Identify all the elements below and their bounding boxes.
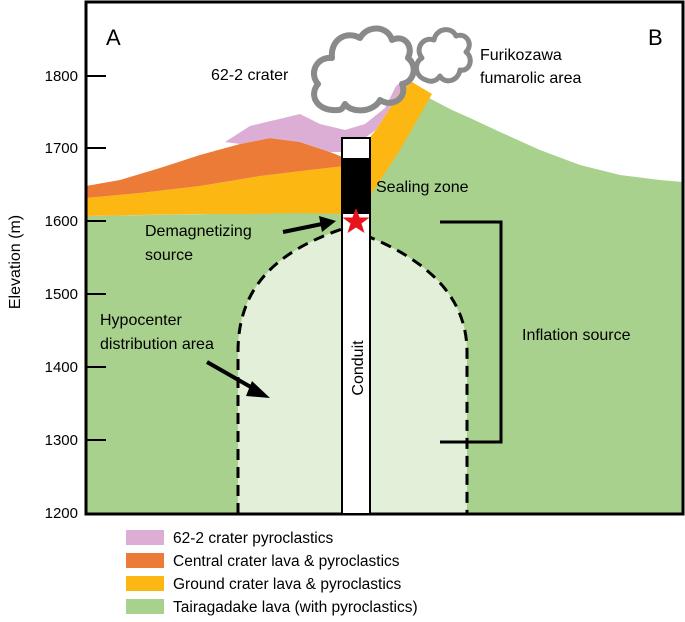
corner-label-b: B: [648, 25, 663, 50]
legend-swatch-crater-pyroclastics: [126, 530, 164, 545]
demagnetizing-source-star: [342, 208, 370, 233]
fumarolic-label-line1: Furikozawa: [480, 47, 562, 64]
fumarolic-label-line2: fumarolic area: [480, 70, 581, 87]
sealing-zone-label: Sealing zone: [376, 179, 469, 196]
conduit-label: Conduit: [350, 340, 367, 396]
legend-label-ground-crater: Ground crater lava & pyroclastics: [173, 576, 402, 593]
y-tick-1800: 1800: [45, 68, 78, 85]
y-axis-label: Elevation (m): [7, 215, 24, 309]
legend-swatch-central-crater: [126, 553, 164, 568]
demagnetizing-arrow-head: [319, 216, 336, 232]
legend-label-tairagadake: Tairagadake lava (with pyroclastics): [173, 599, 418, 616]
hypocenter-label-line1: Hypocenter: [100, 312, 182, 329]
demagnetizing-label-line1: Demagnetizing: [145, 223, 252, 240]
crater-label: 62-2 crater: [211, 67, 289, 84]
y-axis: 1800 1700 1600 1500 1400 1300 1200 Eleva…: [7, 68, 106, 522]
legend-label-central-crater: Central crater lava & pyroclastics: [173, 553, 400, 570]
corner-label-a: A: [106, 25, 121, 50]
y-tick-1200: 1200: [45, 505, 78, 522]
legend-swatch-ground-crater: [126, 576, 164, 591]
hypocenter-arrow-head: [246, 381, 270, 398]
y-tick-1300: 1300: [45, 432, 78, 449]
inflation-source-label: Inflation source: [522, 327, 631, 344]
legend-swatch-tairagadake: [126, 599, 164, 614]
crater-pyroclastics-layer: [225, 80, 412, 152]
demagnetizing-arrow: [282, 222, 323, 234]
y-tick-1500: 1500: [45, 286, 78, 303]
crater-steam-plume-icon: [311, 25, 417, 114]
sealing-zone: [342, 158, 370, 214]
fumarolic-steam-icon: [414, 27, 473, 84]
y-tick-1600: 1600: [45, 213, 78, 230]
hypocenter-arrow: [206, 360, 257, 392]
central-crater-layer: [86, 138, 345, 198]
inflation-source-bracket: [440, 220, 503, 444]
y-tick-1400: 1400: [45, 359, 78, 376]
plot-frame: [84, 0, 685, 516]
hypocenter-label-line2: distribution area: [100, 336, 214, 353]
y-tick-1700: 1700: [45, 140, 78, 157]
legend-label-crater-pyroclastics: 62-2 crater pyroclastics: [173, 530, 333, 547]
demagnetizing-label-line2: source: [145, 247, 193, 264]
legend: 62-2 crater pyroclastics Central crater …: [126, 530, 418, 616]
